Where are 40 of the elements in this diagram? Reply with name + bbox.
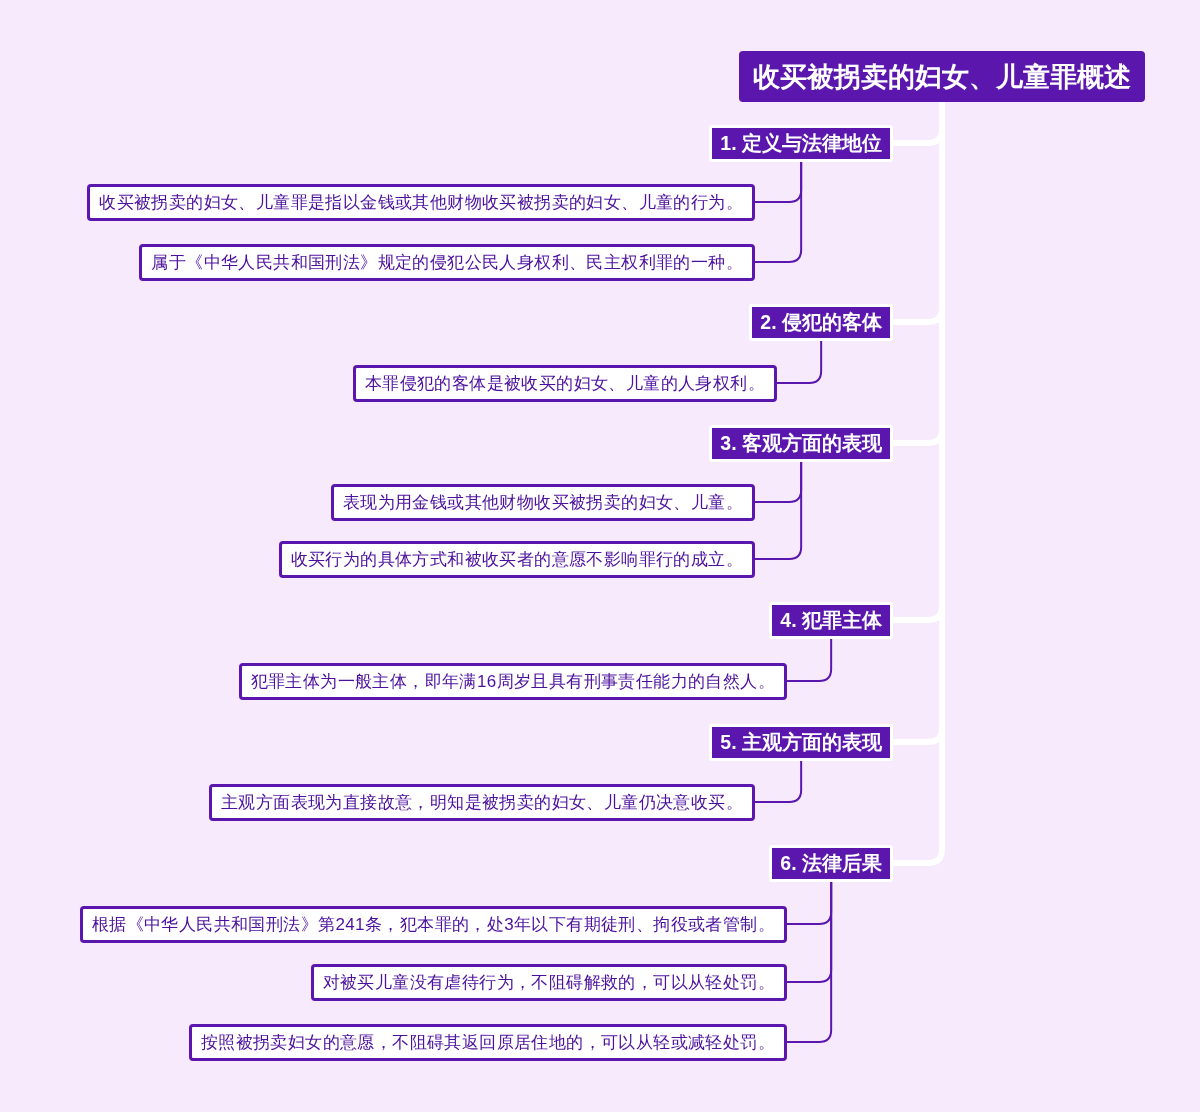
- topic-text: 对被买儿童没有虐待行为，不阻碍解救的，可以从轻处罚。: [322, 971, 775, 994]
- topic-text: 犯罪主体为一般主体，即年满16周岁且具有刑事责任能力的自然人。: [250, 670, 775, 693]
- topic-text: 表现为用金钱或其他财物收买被拐卖的妇女、儿童。: [342, 491, 743, 514]
- topic-text: 属于《中华人民共和国刑法》规定的侵犯公民人身权利、民主权利罪的一种。: [151, 251, 743, 274]
- connector-line: [786, 637, 833, 682]
- connector-line: [754, 759, 803, 803]
- central-topic-box: [739, 51, 1145, 102]
- topic-text: 6. 法律后果: [780, 850, 882, 876]
- connector-line: [776, 339, 823, 384]
- subtopic-box: [188, 1023, 787, 1061]
- subtopic-box: [238, 662, 787, 700]
- connector-line: [754, 160, 803, 263]
- subtopic-box: [330, 483, 755, 521]
- subtopic-box: [209, 783, 755, 821]
- subtopic-box: [278, 540, 755, 578]
- topic-text: 收买被拐卖的妇女、儿童罪是指以金钱或其他财物收买被拐卖的妇女、儿童的行为。: [99, 191, 743, 214]
- branch-topic-box: [709, 424, 893, 462]
- branch-topic-box: [709, 723, 893, 761]
- topic-text: 本罪侵犯的客体是被收买的妇女、儿童的人身权利。: [364, 372, 765, 395]
- topic-text: 按照被拐卖妇女的意愿，不阻碍其返回原居住地的，可以从轻或减轻处罚。: [200, 1031, 775, 1054]
- branch-topic-box: [769, 844, 893, 882]
- connector-line: [754, 460, 803, 560]
- subtopic-box: [352, 364, 777, 402]
- topic-text: 根据《中华人民共和国刑法》第241条，犯本罪的，处3年以下有期徒刑、拘役或者管制。: [91, 913, 775, 936]
- subtopic-box: [79, 905, 787, 943]
- subtopic-box: [87, 183, 755, 221]
- topic-text: 1. 定义与法律地位: [720, 130, 882, 156]
- connector-line: [786, 880, 833, 1043]
- topic-text: 收买被拐卖的妇女、儿童罪概述: [753, 60, 1131, 94]
- branch-topic-box: [749, 303, 893, 341]
- topic-text: 主观方面表现为直接故意，明知是被拐卖的妇女、儿童仍决意收买。: [221, 791, 743, 814]
- branch-topic-box: [769, 601, 893, 639]
- subtopic-box: [310, 963, 787, 1001]
- topic-text: 3. 客观方面的表现: [720, 430, 882, 456]
- topic-text: 4. 犯罪主体: [780, 607, 882, 633]
- subtopic-box: [139, 243, 755, 281]
- topic-text: 收买行为的具体方式和被收买者的意愿不影响罪行的成立。: [290, 548, 743, 571]
- topic-text: 2. 侵犯的客体: [760, 309, 882, 335]
- branch-topic-box: [709, 124, 893, 162]
- topic-text: 5. 主观方面的表现: [720, 729, 882, 755]
